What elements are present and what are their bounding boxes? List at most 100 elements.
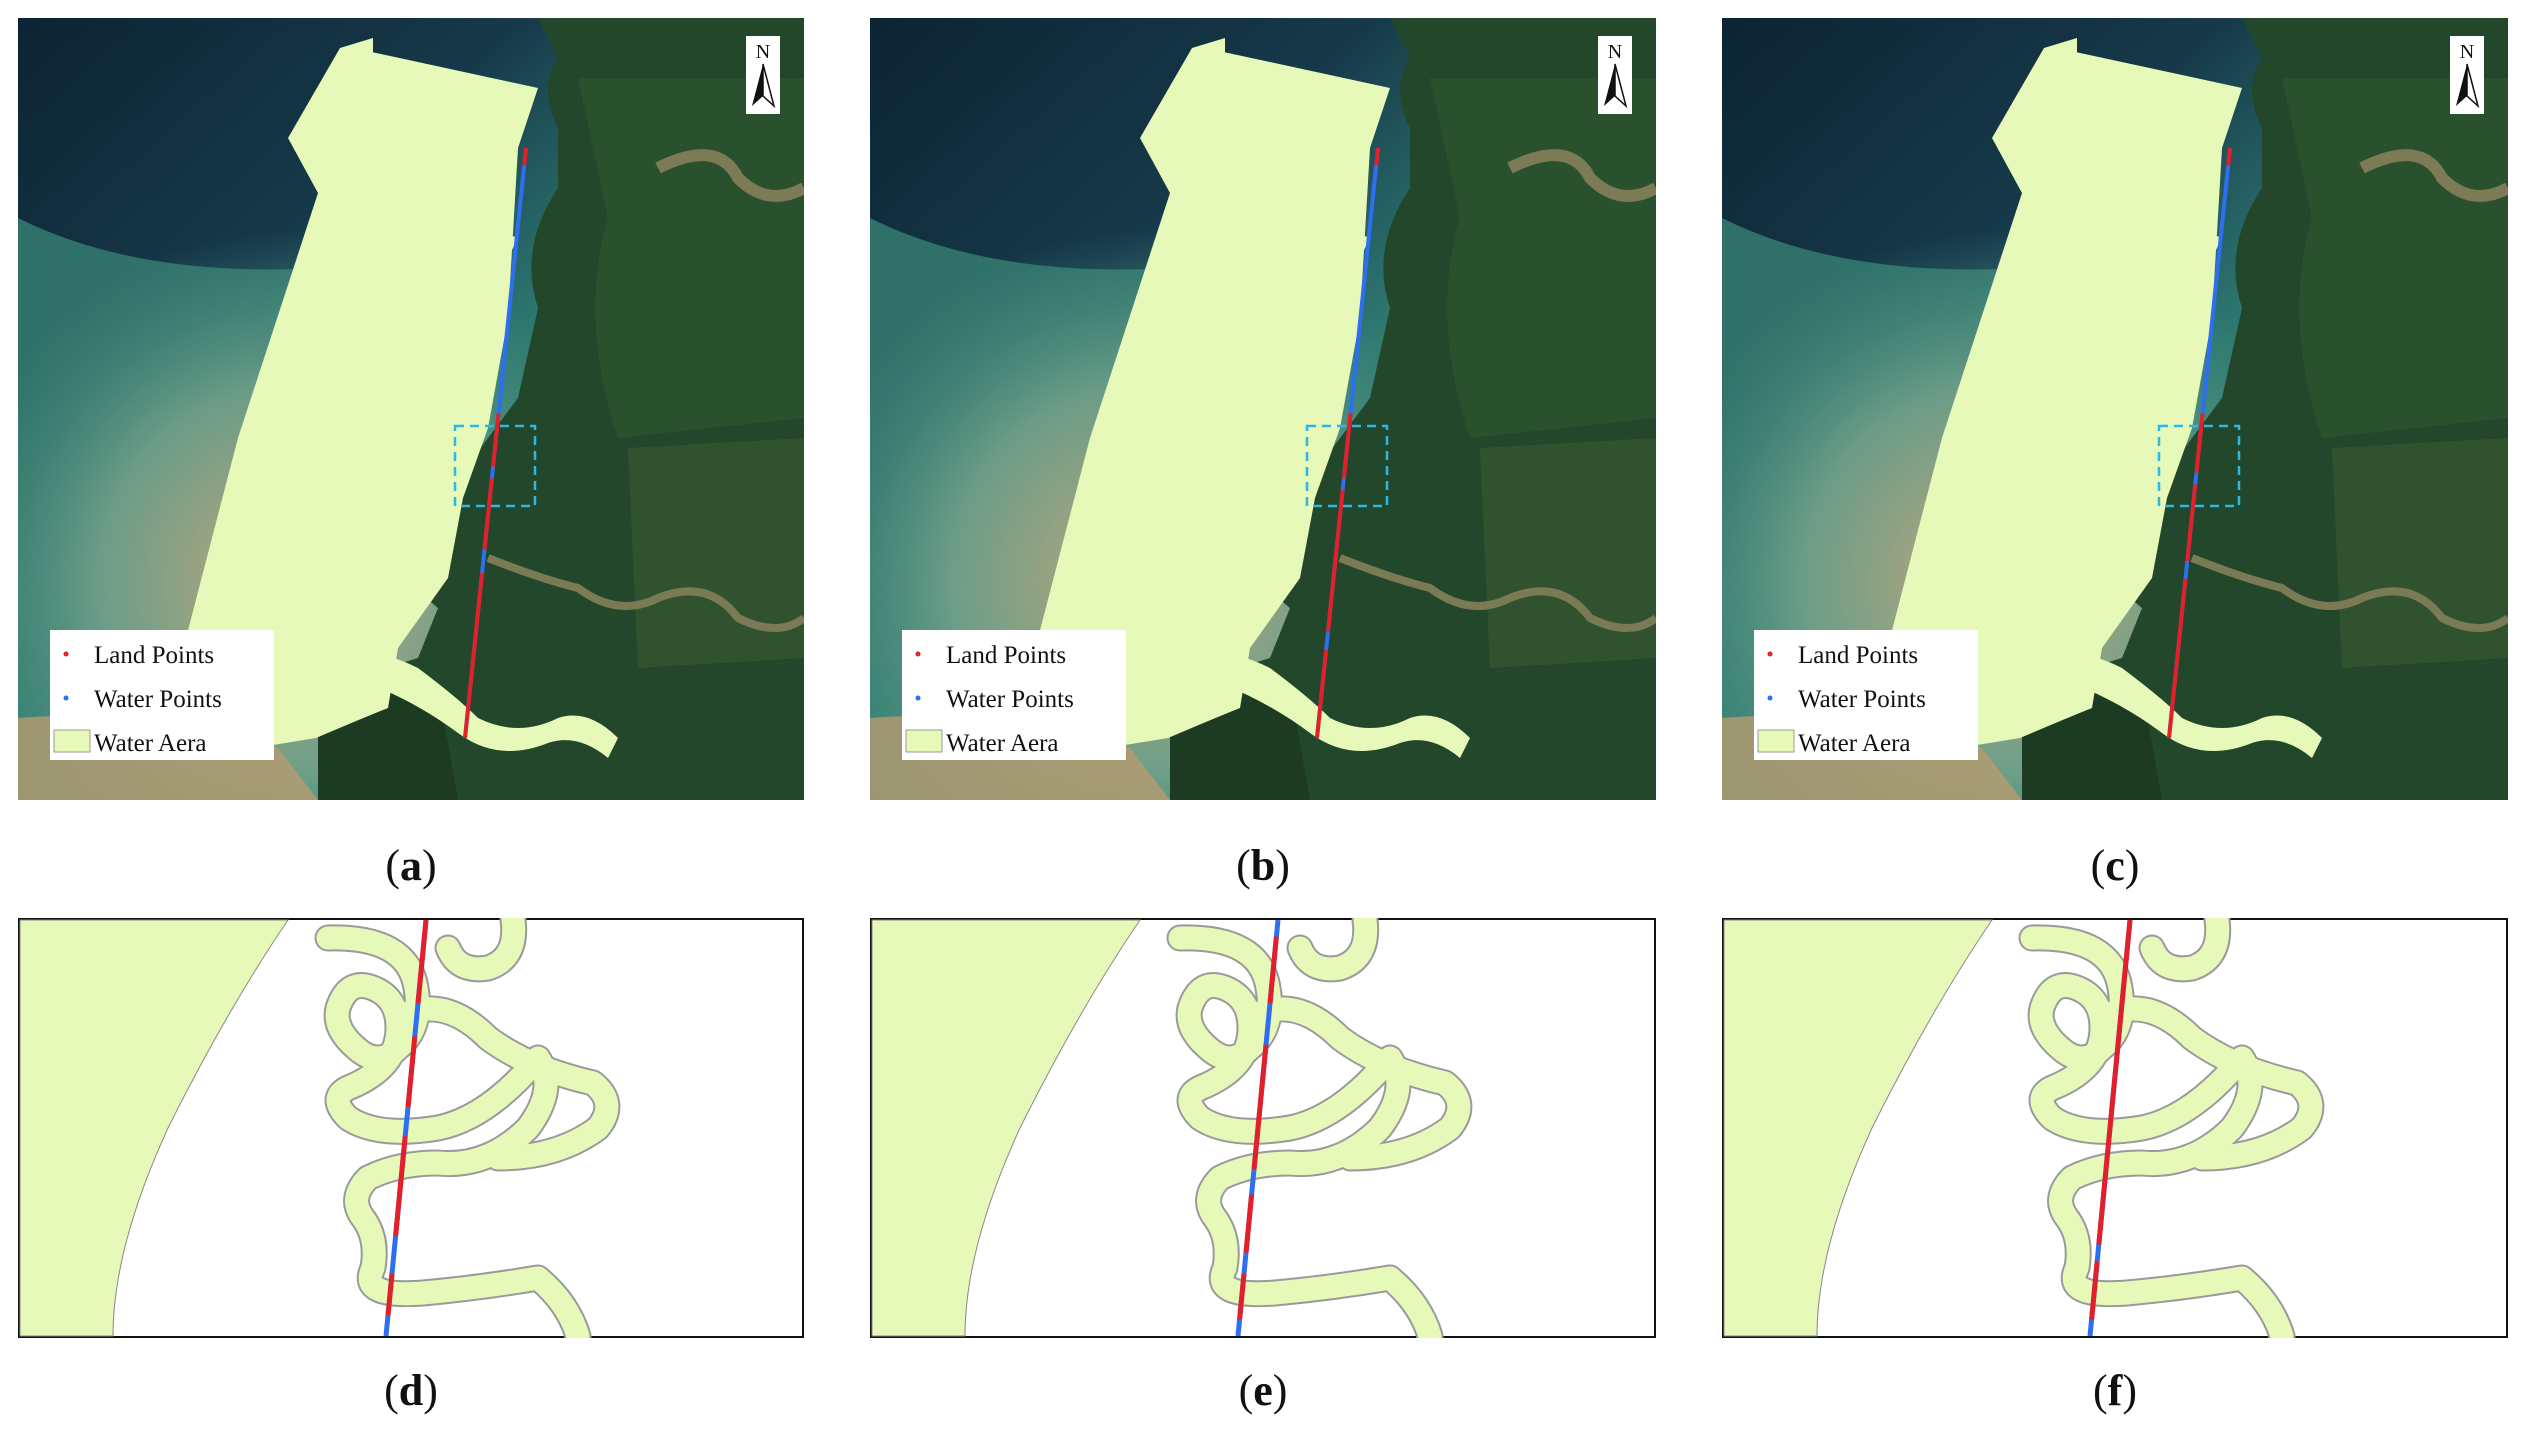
caption-f: (f) (2093, 1366, 2137, 1415)
legend-water-label: Water Points (946, 686, 1074, 713)
north-arrow-right (2466, 63, 2480, 109)
legend-area-swatch (905, 729, 943, 753)
water-area-inlet-2 (358, 175, 518, 258)
transect-land-segment-0 (522, 147, 528, 166)
river-fill-1 (1288, 918, 1378, 981)
legend-land-label: Land Points (1798, 642, 1918, 669)
water-area-inlet-2 (1210, 175, 1370, 258)
transect-land-segment-0 (2226, 147, 2232, 166)
zoom-transect-land-0 (415, 919, 429, 1004)
river-fill-1 (436, 918, 526, 981)
river-north (2359, 149, 2508, 202)
zoom-transect-land-0 (1267, 936, 1279, 1004)
transect-land-segment-1 (2194, 413, 2205, 473)
north-arrow-icon: N (746, 36, 780, 114)
legend-land-label: Land Points (94, 642, 214, 669)
water-area-north-inlet (2052, 68, 2192, 133)
north-arrow-icon: N (1598, 36, 1632, 114)
forest-patch (578, 78, 804, 438)
transect-land-segment-3 (463, 572, 485, 739)
transect-land-segment-2 (482, 478, 494, 550)
zoom-transect-land-0 (2096, 919, 2133, 1245)
transect-land-segment-2 (2185, 484, 2198, 562)
zoom-f-svg (1722, 918, 2508, 1338)
water-area-south-river (2002, 650, 2322, 758)
north-label: N (1608, 41, 1622, 63)
zoom-transect-land-2 (393, 1136, 408, 1237)
zoom-e-svg (870, 918, 1656, 1338)
north-arrow-right (762, 63, 776, 109)
legend-area-label: Water Aera (94, 730, 207, 757)
river-fill-2 (396, 997, 619, 1170)
water-area-south-river (1150, 650, 1470, 758)
zoom-transect-land-2 (1243, 1194, 1255, 1254)
transect-land-segment-2 (1325, 489, 1345, 633)
legend-land-marker (1767, 651, 1773, 657)
north-arrow-left (1604, 64, 1615, 106)
water-area-north-inlet (1200, 68, 1340, 133)
plantation-area (2332, 438, 2508, 668)
caption-c: (c) (2090, 841, 2140, 890)
coastal-water-area (19, 919, 289, 1337)
water-area-south-river (298, 650, 618, 758)
legend-water-label: Water Points (1798, 686, 1926, 713)
legend-water-marker (1767, 695, 1773, 701)
river-fill-2 (2100, 997, 2323, 1170)
zoom-transect-land-1 (405, 1036, 418, 1108)
transect-land-segment-3 (2167, 578, 2188, 739)
coastal-water-area (1723, 919, 1993, 1337)
zoom-box (453, 424, 537, 508)
river-fill-1 (2140, 918, 2230, 981)
legend-water-marker (915, 695, 921, 701)
river-north (1507, 149, 1656, 202)
plantation-area (628, 438, 804, 668)
caption-a: (a) (385, 841, 437, 890)
north-label: N (756, 41, 770, 63)
forest-patch (2282, 78, 2508, 438)
caption-e: (e) (1238, 1366, 1288, 1415)
legend-water-label: Water Points (94, 686, 222, 713)
legend-area-label: Water Aera (1798, 730, 1911, 757)
river-middle (1338, 554, 1656, 632)
water-area-inlet-2 (2062, 175, 2222, 258)
zoom-panel-f (1722, 918, 2508, 1338)
legend-area-label: Water Aera (946, 730, 1059, 757)
transect-land-segment-3 (1315, 649, 1329, 739)
legend-area-swatch (53, 729, 91, 753)
zoom-box (1305, 424, 1389, 508)
zoom-panel-e (870, 918, 1656, 1338)
zoom-d-svg (18, 918, 804, 1338)
plantation-area (1480, 438, 1656, 668)
zoom-transect-land-3 (1237, 1273, 1247, 1320)
transect-land-segment-1 (491, 413, 501, 467)
north-label: N (2460, 41, 2474, 63)
legend-land-label: Land Points (946, 642, 1066, 669)
caption-b: (b) (1236, 841, 1290, 890)
zoom-box (2157, 424, 2241, 508)
zoom-panel-d (18, 918, 804, 1338)
zoom-transect-land-1 (2089, 1260, 2100, 1320)
zoom-transect-land-1 (1251, 1044, 1269, 1170)
north-arrow-icon: N (2450, 36, 2484, 114)
north-arrow-left (2456, 64, 2467, 106)
river-middle (2190, 554, 2508, 632)
transect-land-segment-0 (1374, 147, 1380, 166)
river-middle (486, 554, 804, 632)
north-arrow-right (1614, 63, 1628, 109)
legend-area-swatch (1757, 729, 1795, 753)
water-area-north-inlet (348, 68, 488, 133)
forest-patch (1430, 78, 1656, 438)
river-fill-2 (1248, 997, 1471, 1170)
legend-land-marker (63, 651, 69, 657)
legend-water-marker (63, 695, 69, 701)
transect-land-segment-1 (1341, 413, 1353, 479)
